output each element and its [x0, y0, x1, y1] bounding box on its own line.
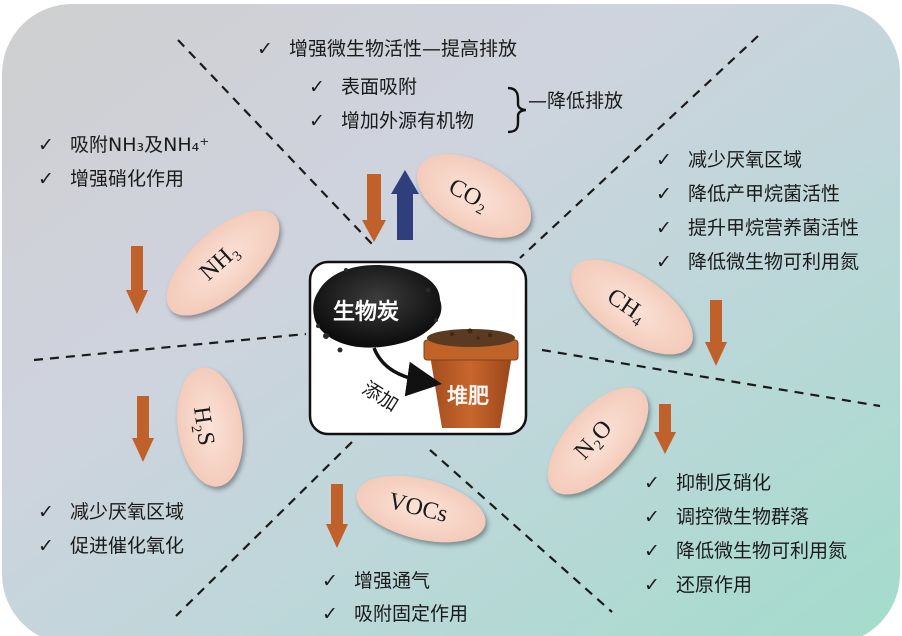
- h2s-down-arrow-head: [132, 438, 154, 462]
- top-check-3: ✓: [309, 110, 325, 132]
- gas-label-h2s: H₂S: [187, 404, 220, 448]
- left-bottom-check-1: ✓: [38, 501, 54, 523]
- ellipse-co2: [416, 154, 532, 238]
- left-top-line-2: 增强硝化作用: [70, 168, 185, 190]
- gas-ellipses: [166, 154, 693, 543]
- top-check-2: ✓: [309, 76, 325, 98]
- top-brace-label: —降低排放: [528, 90, 624, 112]
- left-top-check-2: ✓: [38, 168, 54, 190]
- compost-pot-body: [430, 355, 512, 428]
- ellipse-n2o: [547, 387, 649, 495]
- right-top-check-1: ✓: [656, 149, 672, 171]
- ellipse-nh3: [166, 210, 280, 316]
- n2o-down-arrow-head: [654, 432, 676, 454]
- biochar-pile: [313, 265, 442, 348]
- biochar-specks: [316, 268, 438, 353]
- bottom-check-1: ✓: [322, 570, 338, 592]
- right-top-line-1: 减少厌氧区域: [688, 149, 803, 171]
- right-bottom-line-3: 降低微生物可利用氮: [676, 540, 848, 562]
- co2-up-arrow-shaft: [397, 192, 413, 240]
- right-top-line-4: 降低微生物可利用氮: [688, 251, 860, 273]
- top-line-3: 增加外源有机物: [341, 110, 475, 132]
- bottom-check-2: ✓: [322, 603, 338, 625]
- right-top-check-4: ✓: [656, 251, 672, 273]
- h2s-down-arrow-shaft: [137, 396, 149, 440]
- compost-soil: [427, 329, 515, 347]
- right-top-check-3: ✓: [656, 217, 672, 239]
- vocs-down-arrow-shaft: [331, 484, 343, 526]
- ch4-down-arrow-shaft: [710, 300, 722, 344]
- left-bottom-line-1: 减少厌氧区域: [70, 501, 185, 523]
- right-bottom-check-4: ✓: [644, 574, 660, 596]
- left-bottom-line-2: 促进催化氧化: [70, 535, 185, 557]
- left-top-check-1: ✓: [38, 134, 54, 156]
- left-top-line-1: 吸附NH₃及NH₄⁺: [70, 134, 210, 156]
- biochar-label: 生物炭: [333, 300, 400, 325]
- left-bottom-check-2: ✓: [38, 535, 54, 557]
- bottom-line-2: 吸附固定作用: [354, 603, 469, 625]
- ch4-down-arrow-head: [705, 342, 727, 366]
- co2-down-arrow-head: [362, 220, 386, 242]
- right-bottom-check-2: ✓: [644, 506, 660, 528]
- divider-bottom-right: [429, 449, 613, 613]
- n2o-down-arrow-shaft: [659, 404, 671, 434]
- right-bottom-line-1: 抑制反硝化: [676, 472, 772, 494]
- nh3-down-arrow-head: [126, 290, 148, 314]
- right-bottom-line-2: 调控微生物群落: [676, 506, 810, 528]
- ellipse-ch4: [571, 259, 693, 355]
- co2-up-arrow-head: [391, 170, 419, 194]
- divider-top-right: [519, 35, 759, 259]
- co2-down-arrow-shaft: [367, 174, 381, 222]
- reduce-brace: [507, 86, 527, 134]
- top-check-1: ✓: [257, 38, 273, 60]
- ellipse-h2s: [177, 367, 243, 487]
- right-top-line-2: 降低产甲烷菌活性: [688, 183, 841, 205]
- bottom-line-1: 增强通气: [354, 570, 431, 592]
- top-line-2: 表面吸附: [341, 76, 418, 98]
- right-bottom-check-1: ✓: [644, 472, 660, 494]
- ellipse-vocs: [356, 475, 486, 543]
- sector-dividers: [33, 35, 881, 617]
- add-arrow: [372, 347, 442, 397]
- vocs-down-arrow-head: [326, 524, 348, 548]
- right-bottom-line-4: 还原作用: [676, 574, 753, 596]
- nh3-down-arrow-shaft: [131, 246, 143, 292]
- right-top-line-3: 提升甲烷营养菌活性: [688, 217, 860, 239]
- compost-label: 堆肥: [447, 384, 489, 408]
- divider-left: [33, 332, 307, 362]
- right-bottom-check-3: ✓: [644, 540, 660, 562]
- flux-arrows: [126, 170, 727, 548]
- right-top-check-2: ✓: [656, 183, 672, 205]
- top-line-1: 增强微生物活性—提高排放: [289, 38, 518, 60]
